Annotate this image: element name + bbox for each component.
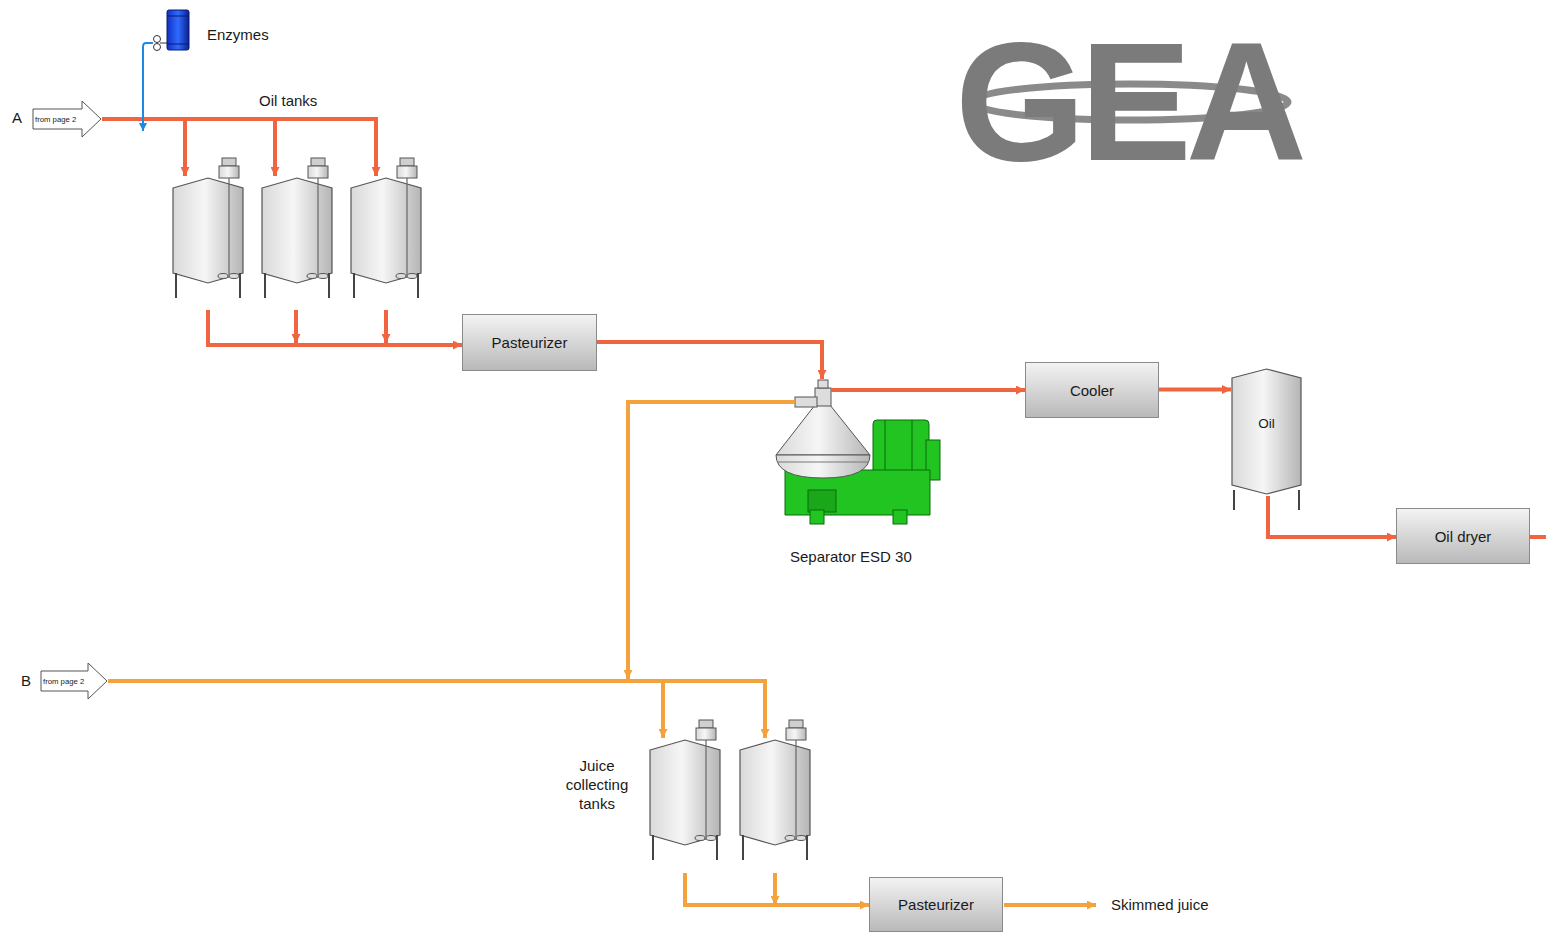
dosing-pump: [143, 10, 189, 51]
process-box: Pasteurizer: [869, 877, 1003, 932]
separator-illustration: [776, 380, 940, 524]
node-label: Separator ESD 30: [790, 548, 912, 565]
page-arrow-outline: [41, 663, 107, 699]
pipe-line: [597, 342, 822, 379]
pipe-line: [1268, 496, 1396, 537]
node-label: Juice collecting tanks: [559, 756, 635, 813]
tank-shape: [1231, 368, 1302, 495]
oil-tank: [351, 158, 421, 298]
pipe-line: [108, 681, 765, 738]
process-box: Oil dryer: [1396, 508, 1530, 564]
dosing-pump: Enzymes: [150, 14, 280, 54]
pipe-line: [831, 388, 1025, 392]
tank-leg: [1233, 490, 1235, 510]
node-label: from page 2: [32, 115, 76, 124]
node-label: Pasteurizer: [492, 334, 568, 351]
oil-tank: [173, 158, 243, 298]
storage-tank: Oil: [1231, 368, 1302, 495]
pipe-branches: [185, 119, 1546, 905]
page-connector: from page 2: [32, 100, 102, 138]
node-label: Cooler: [1070, 382, 1114, 399]
section-letter: A: [12, 109, 22, 126]
separator: Separator ESD 30: [770, 380, 945, 570]
tank-group: Juice collecting tanks: [555, 720, 820, 882]
logo-text: GEA: [955, 18, 1301, 186]
page-arrow-outline: [33, 101, 101, 137]
pipe-line: [685, 873, 869, 905]
pipe-line: [142, 47, 144, 131]
pipe-line: [628, 402, 795, 679]
juice-tank: [650, 720, 720, 860]
oil-tank: [262, 158, 332, 298]
juice-tank: [740, 720, 810, 860]
tank-outline: [1232, 369, 1301, 494]
end-label: Skimmed juice: [1111, 896, 1209, 913]
node-label: Oil tanks: [259, 92, 317, 109]
node-label: Enzymes: [207, 26, 269, 43]
node-label: Pasteurizer: [898, 896, 974, 913]
tank-group: Oil tanks: [140, 90, 430, 322]
pipe-line: [1159, 388, 1231, 392]
section-letter: B: [21, 672, 31, 689]
tank-leg: [1298, 490, 1300, 510]
pipe-line: [208, 310, 462, 345]
process-box: Pasteurizer: [462, 314, 597, 371]
node-label: from page 2: [40, 677, 84, 686]
node-label: Oil: [1231, 416, 1302, 431]
process-box: Cooler: [1025, 362, 1159, 418]
node-label: Oil dryer: [1435, 528, 1492, 545]
page-connector: from page 2: [40, 662, 108, 700]
